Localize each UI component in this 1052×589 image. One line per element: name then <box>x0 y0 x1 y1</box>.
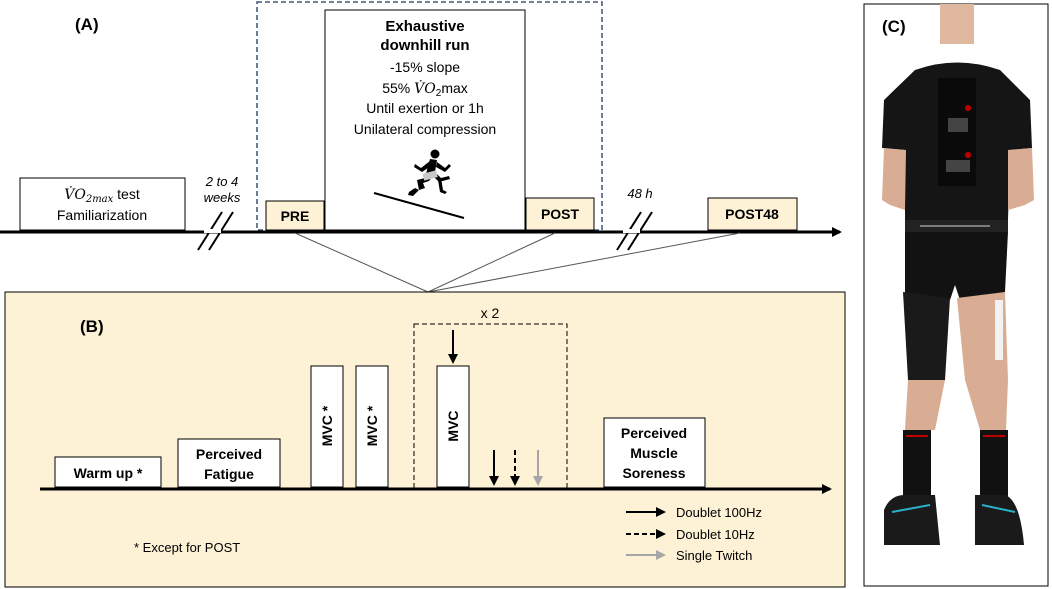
pre-box: PRE <box>265 200 325 231</box>
downhill-run-box: Exhaustive downhill run -15% slope 55% V… <box>324 9 526 231</box>
run-slope: -15% slope <box>390 59 460 75</box>
svg-text:Muscle: Muscle <box>630 445 678 461</box>
legend-doublet-100hz: Doublet 100Hz <box>676 505 762 520</box>
svg-text:V̇O2max test: V̇O2max test <box>64 185 140 205</box>
repeat-dashed-frame <box>413 323 568 490</box>
svg-text:MVC: MVC <box>445 410 461 441</box>
svg-text:MVC *: MVC * <box>364 405 380 446</box>
panel-c-label: (C) <box>882 17 906 36</box>
familiarization-label: Familiarization <box>57 207 147 223</box>
vo2max-test-box: V̇O2max test Familiarization <box>19 177 186 231</box>
svg-text:POST: POST <box>541 206 580 222</box>
panel-b-label: (B) <box>80 317 104 336</box>
legend-doublet-10hz: Doublet 10Hz <box>676 527 755 542</box>
svg-text:MVC *: MVC * <box>319 405 335 446</box>
legend-single-twitch: Single Twitch <box>676 548 752 563</box>
run-title-2: downhill run <box>380 37 469 54</box>
mvc-box-3: MVC <box>436 365 470 488</box>
gap-label-48h: 48 h <box>627 186 652 201</box>
mvc-box-1: MVC * <box>310 365 344 488</box>
run-duration: Until exertion or 1h <box>366 100 484 116</box>
gap-label-weeks-1: 2 to 4 <box>205 174 239 189</box>
panel-a-label: (A) <box>75 15 99 34</box>
svg-text:Soreness: Soreness <box>622 465 685 481</box>
break-mark-2 <box>616 211 653 251</box>
gap-label-weeks-2: weeks <box>204 190 241 205</box>
slope-line <box>373 192 465 219</box>
post48-box: POST48 <box>707 197 798 231</box>
mvc-box-2: MVC * <box>355 365 389 488</box>
run-condition: Unilateral compression <box>354 121 496 137</box>
legend: Doublet 100Hz Doublet 10Hz Single Twitch <box>626 505 762 563</box>
run-intensity: 55% V̇O2max <box>382 79 468 99</box>
svg-text:POST48: POST48 <box>725 206 779 222</box>
svg-text:Warm up *: Warm up * <box>74 465 143 481</box>
perceived-soreness-box: Perceived Muscle Soreness <box>603 417 706 488</box>
svg-text:Fatigue: Fatigue <box>204 466 254 482</box>
panel-b-background <box>4 291 846 588</box>
perceived-fatigue-box: Perceived Fatigue <box>177 438 281 488</box>
runner-icon <box>408 149 451 196</box>
svg-text:PRE: PRE <box>281 208 310 224</box>
connector-lines <box>294 232 741 293</box>
warm-up-box: Warm up * <box>54 456 162 488</box>
post-box: POST <box>525 197 595 231</box>
svg-text:Perceived: Perceived <box>196 446 262 462</box>
run-title-1: Exhaustive <box>385 18 464 35</box>
break-mark-1 <box>197 211 234 251</box>
footnote: * Except for POST <box>134 540 240 555</box>
repeat-label: x 2 <box>481 305 500 321</box>
svg-text:Perceived: Perceived <box>621 425 687 441</box>
participant-photo <box>882 4 1034 545</box>
